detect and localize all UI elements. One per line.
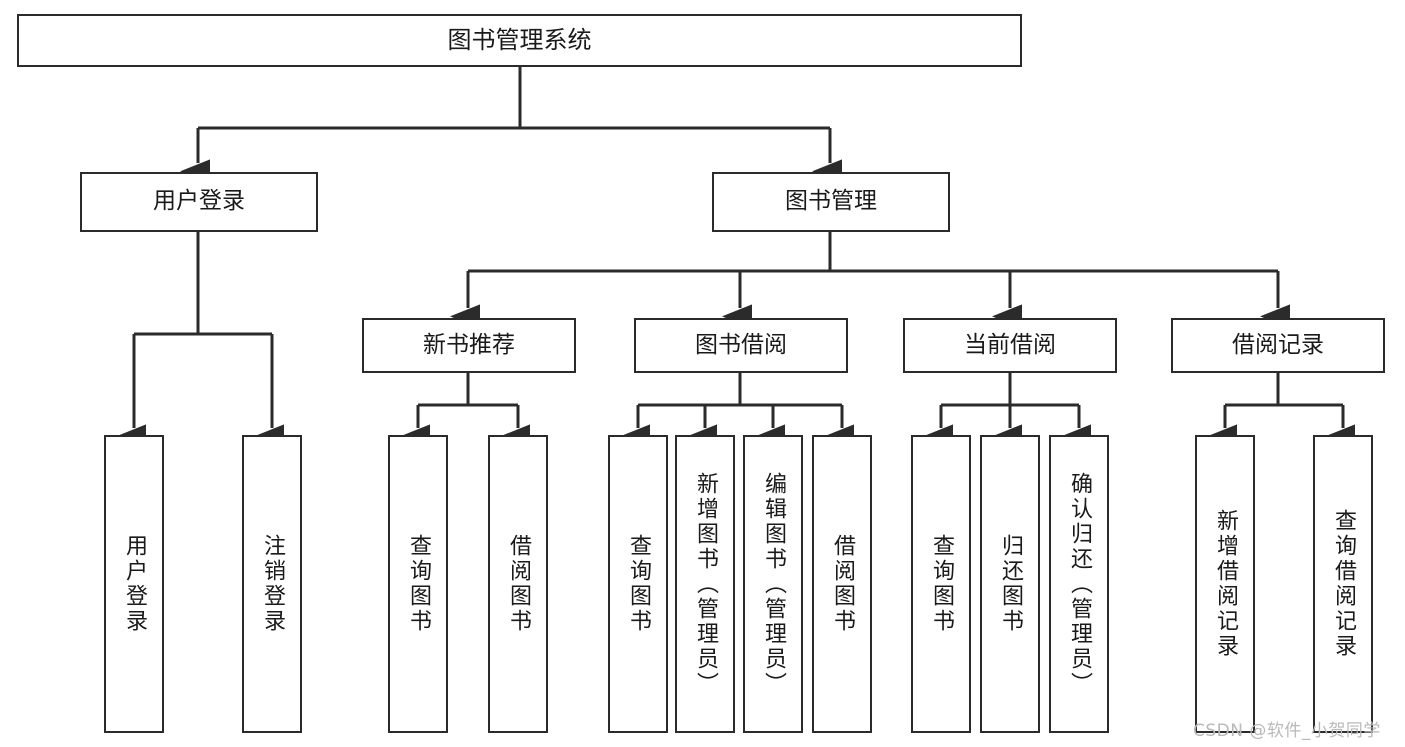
leaf-query-book-recommend[interactable]: 查询图书 — [388, 435, 448, 733]
node-label: 新书推荐 — [423, 331, 515, 358]
node-label: 新增图书（管理员） — [693, 471, 718, 697]
node-user-login[interactable]: 用户登录 — [80, 172, 318, 232]
node-label: 图书管理 — [785, 188, 877, 215]
node-label: 新增借阅记录 — [1213, 509, 1238, 659]
node-current-borrow[interactable]: 当前借阅 — [903, 318, 1117, 373]
leaf-borrow-book[interactable]: 借阅图书 — [812, 435, 872, 733]
node-root-book-management-system[interactable]: 图书管理系统 — [17, 14, 1022, 67]
leaf-edit-book-admin[interactable]: 编辑图书（管理员） — [743, 435, 803, 733]
node-label: 借阅记录 — [1232, 331, 1324, 358]
node-borrow-record[interactable]: 借阅记录 — [1171, 318, 1385, 373]
node-label: 归还图书 — [998, 534, 1023, 634]
node-label: 借阅图书 — [830, 534, 855, 634]
node-label: 编辑图书（管理员） — [761, 471, 786, 697]
leaf-query-borrow-record[interactable]: 查询借阅记录 — [1313, 435, 1373, 733]
node-label: 注销登录 — [260, 534, 285, 634]
leaf-add-book-admin[interactable]: 新增图书（管理员） — [675, 435, 735, 733]
leaf-return-book[interactable]: 归还图书 — [980, 435, 1040, 733]
node-new-book-recommend[interactable]: 新书推荐 — [362, 318, 576, 373]
leaf-query-book-current[interactable]: 查询图书 — [911, 435, 971, 733]
node-label: 用户登录 — [153, 188, 245, 215]
leaf-user-login[interactable]: 用户登录 — [104, 435, 164, 733]
leaf-logout[interactable]: 注销登录 — [242, 435, 302, 733]
leaf-confirm-return-admin[interactable]: 确认归还（管理员） — [1049, 435, 1109, 733]
leaf-borrow-book-recommend[interactable]: 借阅图书 — [488, 435, 548, 733]
node-book-management[interactable]: 图书管理 — [712, 172, 950, 232]
node-label: 当前借阅 — [964, 331, 1056, 358]
node-label: 查询借阅记录 — [1331, 509, 1356, 659]
node-label: 查询图书 — [626, 534, 651, 634]
leaf-add-borrow-record[interactable]: 新增借阅记录 — [1195, 435, 1255, 733]
node-book-borrow[interactable]: 图书借阅 — [634, 318, 848, 373]
node-label: 确认归还（管理员） — [1067, 471, 1092, 697]
node-label: 查询图书 — [406, 534, 431, 634]
csdn-watermark: CSDN @软件_小贺同学 — [1193, 721, 1381, 741]
leaf-query-book-borrow[interactable]: 查询图书 — [608, 435, 668, 733]
node-label: 图书管理系统 — [447, 26, 592, 55]
node-label: 图书借阅 — [695, 331, 787, 358]
node-label: 查询图书 — [929, 534, 954, 634]
node-label: 用户登录 — [122, 534, 147, 634]
node-label: 借阅图书 — [506, 534, 531, 634]
